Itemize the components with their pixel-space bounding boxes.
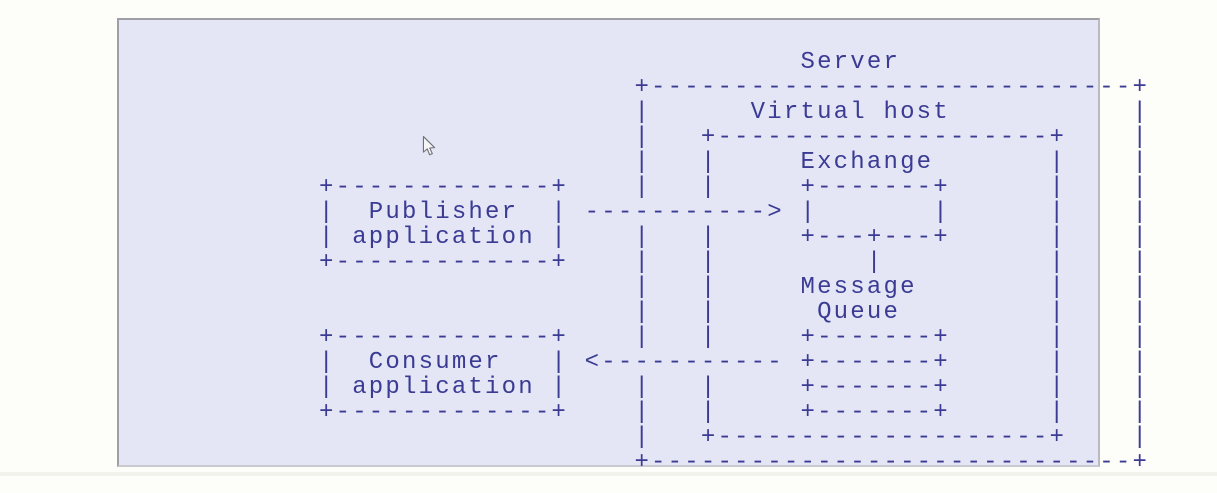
- mouse-cursor-icon: [422, 136, 436, 156]
- ascii-architecture-diagram: Server +-----------------------------+ |…: [319, 49, 1150, 476]
- diagram-panel: Server +-----------------------------+ |…: [117, 18, 1147, 475]
- page-bottom-divider: [0, 472, 1217, 476]
